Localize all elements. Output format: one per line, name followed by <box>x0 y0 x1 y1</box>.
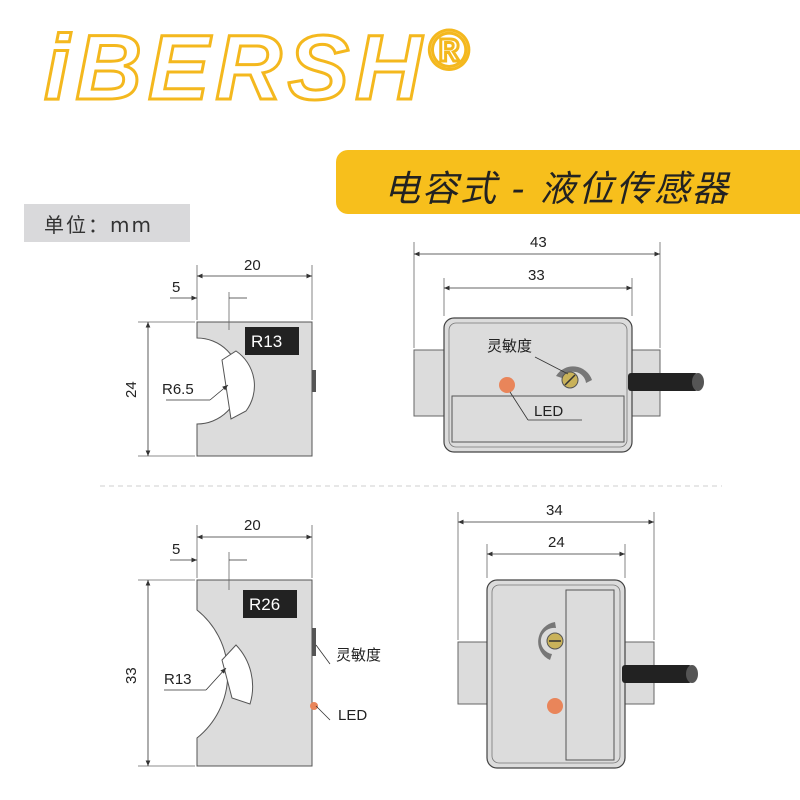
bottom-side-tag-box <box>243 590 297 618</box>
bottom-side-height: 33 <box>123 667 140 684</box>
bottom-side-knob <box>312 628 316 656</box>
top-side-height: 24 <box>123 381 140 398</box>
top-side-view: R13 20 5 24 R6.5 <box>123 257 316 457</box>
bottom-side-radius: R13 <box>164 671 192 688</box>
bottom-front-led <box>547 698 563 714</box>
top-side-tag: R13 <box>251 332 282 351</box>
top-front-outer-width: 43 <box>530 234 547 251</box>
top-front-left-tab <box>413 349 447 417</box>
bottom-side-tag: R26 <box>249 595 280 614</box>
top-front-led <box>499 377 515 393</box>
top-front-inner-width: 33 <box>528 267 545 284</box>
bottom-side-sector <box>221 644 254 705</box>
top-front-cable <box>628 373 698 391</box>
bottom-side-body <box>196 579 313 767</box>
top-front-sensitivity-arc <box>556 366 592 383</box>
brand-logo: iBERSH® <box>43 20 475 116</box>
bottom-front-outer-width: 34 <box>546 502 563 519</box>
top-front-led-label: LED <box>534 403 563 420</box>
logo-text: iBERSH <box>43 17 428 119</box>
title-banner <box>336 150 800 214</box>
unit-box <box>24 204 190 242</box>
bottom-side-width: 20 <box>244 517 261 534</box>
unit-label: 单位：mm <box>44 213 153 237</box>
top-side-radius: R6.5 <box>162 381 194 398</box>
bottom-side-view: R26 灵敏度 LED 20 5 33 R13 <box>123 517 381 767</box>
top-side-tag-box <box>245 327 299 355</box>
bottom-front-window <box>565 589 615 761</box>
bottom-side-led <box>310 702 318 710</box>
bottom-front-sensitivity-arc <box>538 622 556 660</box>
bottom-front-view: 34 24 <box>457 502 698 769</box>
top-side-offset: 5 <box>172 279 180 296</box>
top-front-view: 灵敏度 LED 43 33 <box>413 234 704 453</box>
top-side-sector <box>221 350 255 420</box>
top-side-knob <box>312 370 316 392</box>
bottom-front-inner-width: 24 <box>548 534 565 551</box>
bottom-side-led-label: LED <box>338 707 367 724</box>
bottom-front-cable <box>622 665 692 683</box>
page-title: 电容式 - 液位传感器 <box>384 169 730 210</box>
top-front-sensitivity-label: 灵敏度 <box>487 337 532 355</box>
bottom-side-sensitivity-label: 灵敏度 <box>336 646 381 664</box>
registered-mark: ® <box>426 18 475 81</box>
top-side-width: 20 <box>244 257 261 274</box>
bottom-front-left-tab <box>457 641 491 705</box>
bottom-side-offset: 5 <box>172 541 180 558</box>
top-front-window <box>451 395 625 443</box>
